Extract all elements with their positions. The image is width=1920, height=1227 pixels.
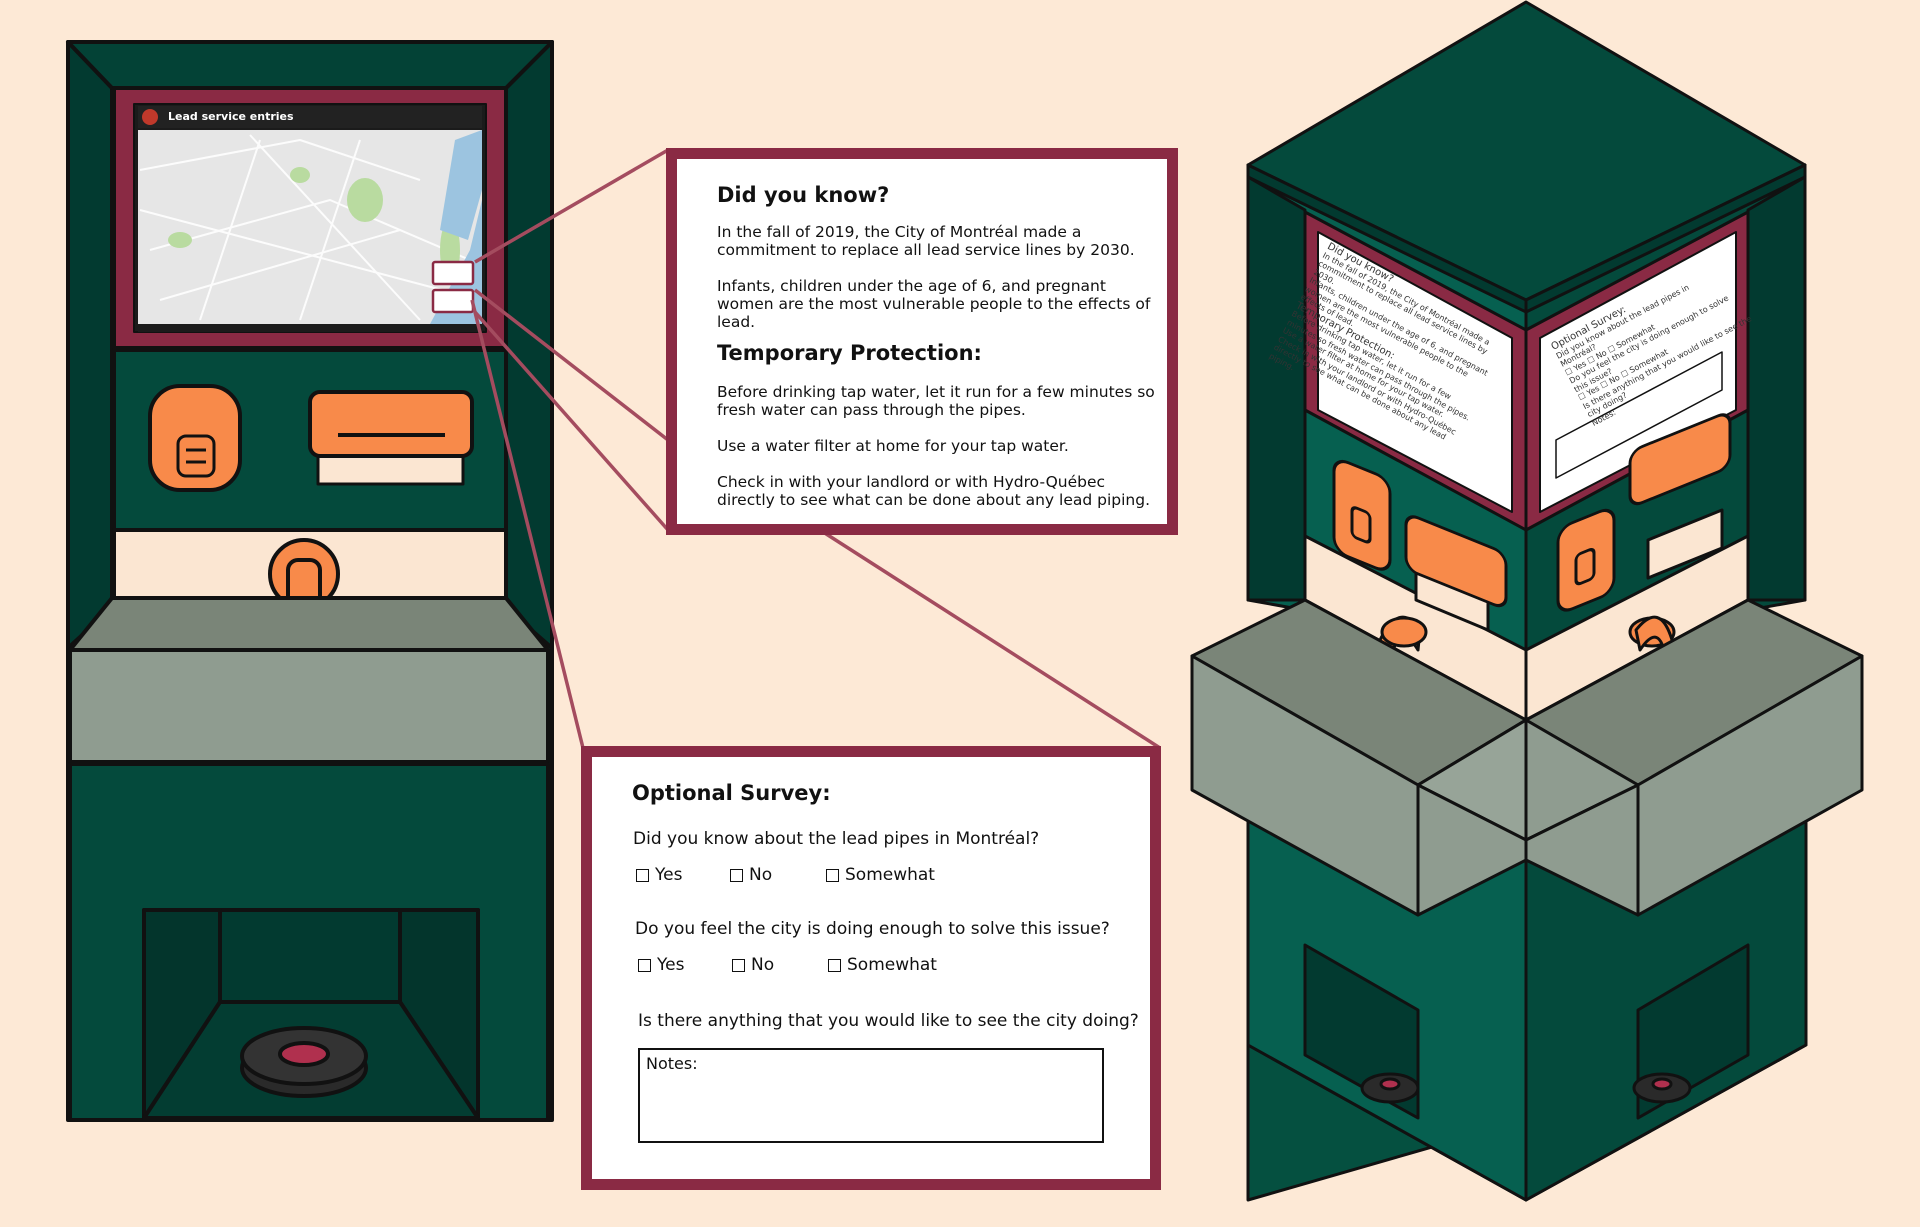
survey-q2: Do you feel the city is doing enough to … xyxy=(635,919,1110,939)
checkbox[interactable] xyxy=(828,958,841,972)
option-label: Somewhat xyxy=(845,865,935,885)
option-label: No xyxy=(751,955,775,975)
q1-option-no[interactable]: No xyxy=(730,865,772,885)
q1-option-somewhat[interactable]: Somewhat xyxy=(826,865,935,885)
notes-label: Notes: xyxy=(646,1054,698,1073)
checkbox[interactable] xyxy=(826,868,839,882)
checkbox[interactable] xyxy=(732,958,745,972)
info-tip1: Before drinking tap water, let it run fo… xyxy=(717,383,1155,419)
map-image xyxy=(138,130,482,324)
survey-q1: Did you know about the lead pipes in Mon… xyxy=(633,829,1040,849)
info-title: Did you know? xyxy=(717,183,890,207)
checkbox[interactable] xyxy=(638,958,651,972)
survey-panel-body: Optional Survey: Did you know about the … xyxy=(592,757,1150,1179)
q1-option-yes[interactable]: Yes xyxy=(636,865,682,885)
option-label: Somewhat xyxy=(847,955,937,975)
callout-lines xyxy=(470,148,1161,750)
info-para2: Infants, children under the age of 6, an… xyxy=(717,277,1151,331)
option-label: Yes xyxy=(655,865,683,885)
notes-field[interactable]: Notes: xyxy=(638,1048,1104,1143)
option-label: No xyxy=(749,865,773,885)
isometric-kiosk xyxy=(1190,0,1864,1202)
survey-panel: Optional Survey: Did you know about the … xyxy=(581,746,1161,1190)
info-subtitle: Temporary Protection: xyxy=(717,341,982,365)
q2-option-yes[interactable]: Yes xyxy=(638,955,684,975)
info-panel: Did you know? In the fall of 2019, the C… xyxy=(666,148,1178,535)
survey-title: Optional Survey: xyxy=(632,781,831,805)
info-panel-body: Did you know? In the fall of 2019, the C… xyxy=(677,159,1167,524)
info-para1: In the fall of 2019, the City of Montréa… xyxy=(717,223,1135,259)
q2-option-somewhat[interactable]: Somewhat xyxy=(828,955,937,975)
screen-title: Lead service entries xyxy=(168,110,294,123)
survey-q3: Is there anything that you would like to… xyxy=(638,1011,1139,1031)
checkbox[interactable] xyxy=(730,868,743,882)
option-label: Yes xyxy=(657,955,685,975)
info-tip2: Use a water filter at home for your tap … xyxy=(717,437,1069,455)
q2-option-no[interactable]: No xyxy=(732,955,774,975)
info-tip3: Check in with your landlord or with Hydr… xyxy=(717,473,1151,509)
checkbox[interactable] xyxy=(636,868,649,882)
logo-icon xyxy=(142,109,158,125)
front-kiosk xyxy=(66,40,554,1122)
